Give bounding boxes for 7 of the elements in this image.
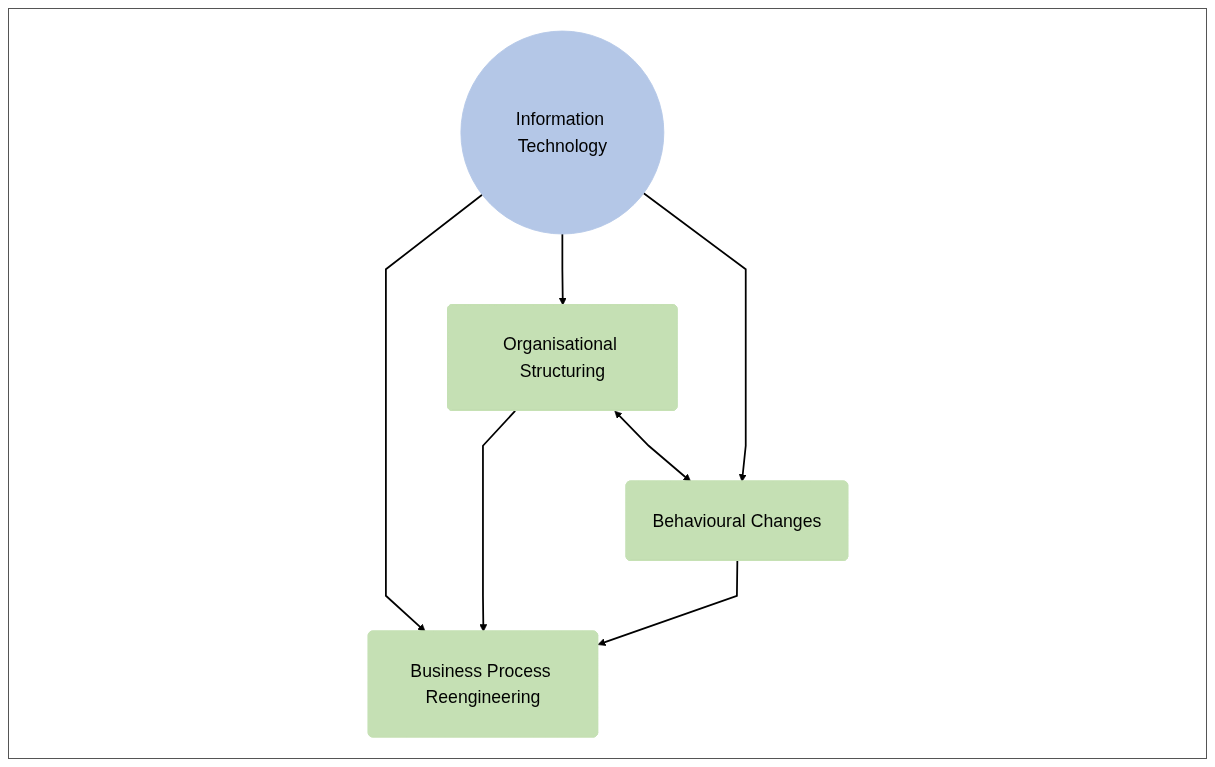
arrow [384,193,483,632]
node-circle: Information Technology [459,30,664,234]
arrow [597,559,738,646]
arrow [478,409,516,632]
arrow [642,191,747,482]
arrow [614,410,691,482]
arrow [558,232,567,305]
